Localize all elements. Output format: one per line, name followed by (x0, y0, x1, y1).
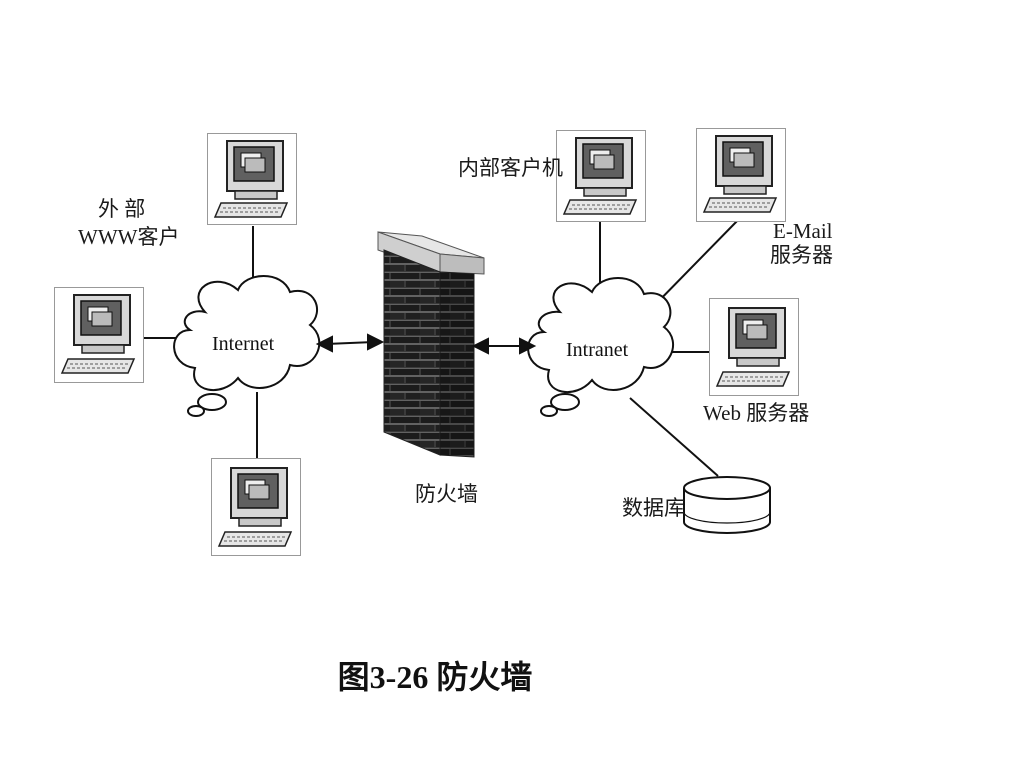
computer-icon (211, 458, 301, 556)
internet-label: Internet (212, 333, 275, 355)
computer-icon (709, 298, 799, 396)
external-client-label-line1: 外 部 (98, 197, 146, 221)
web-server-label: Web 服务器 (703, 401, 810, 425)
computer-icon (696, 128, 786, 222)
external-client-label-line2: WWW客户 (78, 225, 180, 249)
email-server-label-line1: E-Mail (773, 219, 833, 243)
email-server-label-line2: 服务器 (770, 243, 833, 267)
double-arrow-left (315, 333, 385, 353)
database-label: 数据库 (622, 496, 685, 520)
intranet-label: Intranet (566, 339, 629, 361)
line-intranet-db (629, 397, 719, 477)
figure-caption: 图3-26 防火墙 (337, 659, 533, 695)
internal-client-label: 内部客户机 (458, 156, 563, 180)
brick-wall-icon (377, 231, 485, 458)
internet-cloud-icon (173, 275, 321, 417)
database-cylinder-icon (683, 476, 771, 534)
double-arrow-right (471, 337, 537, 355)
computer-icon (54, 287, 144, 383)
computer-icon (556, 130, 646, 222)
firewall-label: 防火墙 (415, 482, 478, 506)
computer-icon (207, 133, 297, 225)
